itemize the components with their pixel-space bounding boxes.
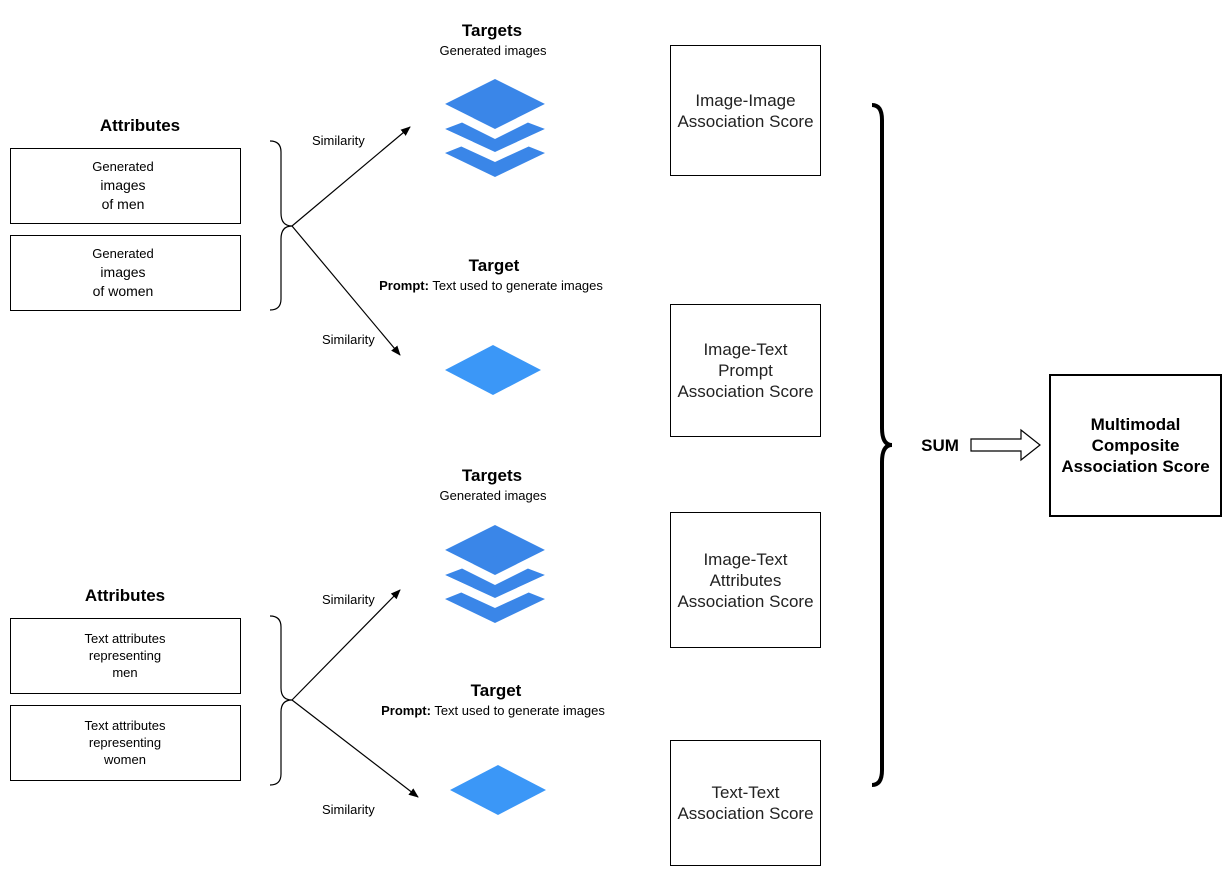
target-title: Target: [468, 256, 520, 275]
layers-icon: [445, 525, 545, 623]
score-box-image-text-attributes: Image-Text Attributes Association Score: [670, 512, 821, 648]
attribute-label-men-text: Text attributes representing men: [84, 631, 166, 680]
similarity-label: Similarity: [322, 592, 375, 607]
attributes-title-top: Attributes: [99, 116, 181, 135]
attribute-label-women-text: Text attributes representing women: [84, 718, 166, 767]
similarity-label: Similarity: [312, 133, 365, 148]
score-box-image-text-prompt: Image-Text Prompt Association Score: [670, 304, 821, 437]
similarity-arrow-1b: [291, 225, 401, 356]
similarity-arrow-2b: [291, 699, 419, 798]
attribute-box-women-images: [10, 235, 241, 311]
attributes-bracket-bottom: [269, 615, 293, 786]
target-title: Target: [470, 681, 522, 700]
sum-label: SUM: [921, 436, 959, 455]
similarity-arrow-2a: [291, 589, 401, 701]
similarity-label: Similarity: [322, 802, 375, 817]
attribute-box-men-images: [10, 148, 241, 224]
score-box-image-image: Image-Image Association Score: [670, 45, 821, 176]
attribute-box-men-text: [10, 618, 241, 694]
final-score-box: Multimodal Composite Association Score: [1049, 374, 1222, 517]
targets-subtitle: Generated images: [439, 488, 547, 503]
sum-arrow: [970, 428, 1041, 462]
attribute-label-men-images: Generated images of men: [92, 159, 154, 212]
target-subtitle: Prompt: Text used to generate images: [381, 703, 605, 718]
attributes-bracket-top: [269, 140, 293, 311]
similarity-arrow-1a: [291, 126, 411, 227]
diamond-icon: [450, 765, 546, 815]
attribute-box-women-text: [10, 705, 241, 781]
sum-brace: [871, 103, 893, 787]
score-box-text-text: Text-Text Association Score: [670, 740, 821, 866]
similarity-label: Similarity: [322, 332, 375, 347]
targets-subtitle: Generated images: [439, 43, 547, 58]
target-subtitle: Prompt: Text used to generate images: [379, 278, 603, 293]
diamond-icon: [445, 345, 541, 395]
attributes-title-bottom: Attributes: [84, 586, 166, 605]
targets-title: Targets: [461, 466, 523, 485]
attribute-label-women-images: Generated images of women: [92, 246, 154, 299]
targets-title: Targets: [461, 21, 523, 40]
layers-icon: [445, 79, 545, 177]
